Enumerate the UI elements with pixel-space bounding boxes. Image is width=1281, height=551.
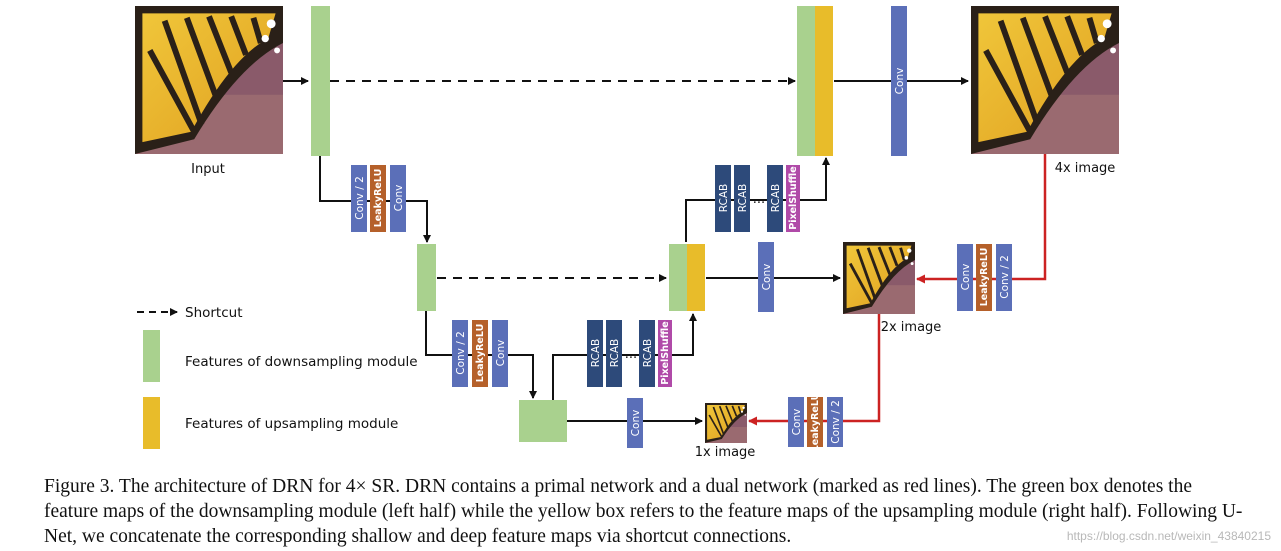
- up2-rcab-n-label: RCAB: [770, 184, 782, 213]
- feature-concat-top-green: [797, 6, 815, 156]
- conv-block-bottom: [627, 398, 643, 448]
- up2-rcab-2-label: RCAB: [737, 184, 749, 213]
- dual1-conv: [957, 244, 973, 311]
- feature-down-3: [519, 400, 567, 442]
- input-image: [135, 6, 283, 154]
- dual2-conv: [788, 397, 804, 447]
- output-2x-label: 2x image: [881, 320, 942, 335]
- down1-leakyrelu-label: LeakyReLU: [373, 169, 384, 228]
- up1-rcab-2: [606, 320, 622, 387]
- down2-conv2-label: Conv / 2: [455, 331, 467, 375]
- output-1x-image: [705, 403, 747, 443]
- up2-pixelshuffle: [786, 165, 800, 232]
- up1-rcab-1: [587, 320, 603, 387]
- dual1-conv2-label: Conv / 2: [999, 255, 1011, 299]
- output-2x-image: [843, 242, 915, 314]
- down2-conv-label: Conv: [495, 340, 507, 367]
- down1-conv2: [351, 165, 367, 232]
- up1-rcab-n-label: RCAB: [642, 339, 654, 368]
- legend-yellow-swatch: [143, 397, 160, 449]
- dual1-leakyrelu-label: LeakyReLU: [979, 248, 990, 307]
- dual2-conv-label: Conv: [791, 409, 803, 436]
- output-4x-image: [971, 6, 1119, 154]
- down1-conv: [390, 165, 406, 232]
- feature-concat-top-yellow: [815, 6, 833, 156]
- legend-green-swatch: [143, 330, 160, 382]
- down2-conv: [492, 320, 508, 387]
- up2-rcab-1: [715, 165, 731, 232]
- up1-pixelshuffle-label: PixelShuffle: [660, 321, 671, 384]
- legend-down-label: Features of downsampling module: [185, 354, 418, 370]
- feature-concat-mid-green: [669, 244, 687, 311]
- dual2-leakyrelu: [807, 397, 823, 447]
- dual2-conv2-label: Conv / 2: [830, 400, 842, 444]
- down2-conv2: [452, 320, 468, 387]
- dual1-conv2: [996, 244, 1012, 311]
- feature-down-2: [417, 244, 436, 311]
- up2-rcab-2: [734, 165, 750, 232]
- up1-rcab-n: [639, 320, 655, 387]
- up2-dots: ...: [753, 192, 765, 207]
- figure-caption: Figure 3. The architecture of DRN for 4×…: [44, 476, 1243, 547]
- output-1x-label: 1x image: [695, 445, 756, 460]
- legend-up-label: Features of upsampling module: [185, 416, 398, 432]
- up-path-2: [685, 157, 830, 242]
- dual1-conv-label: Conv: [960, 264, 972, 291]
- down2-leakyrelu-label: LeakyReLU: [475, 324, 486, 383]
- watermark: https://blog.csdn.net/weixin_43840215: [1066, 529, 1271, 543]
- up2-rcab-n: [767, 165, 783, 232]
- down1-conv2-label: Conv / 2: [354, 176, 366, 220]
- feature-down-1: [311, 6, 330, 156]
- dual2-leakyrelu-label: LeakyReLU: [810, 393, 821, 452]
- up2-rcab-1-label: RCAB: [718, 184, 730, 213]
- drn-architecture-diagram: Input 4x image 2x image 1x image Conv Co…: [135, 6, 1119, 460]
- conv-block-top: [891, 6, 907, 156]
- up1-dots: ...: [625, 347, 637, 362]
- conv-block-mid-label: Conv: [761, 264, 773, 291]
- conv-block-bottom-label: Conv: [630, 410, 642, 437]
- down2-leakyrelu: [472, 320, 488, 387]
- feature-concat-mid-yellow: [687, 244, 705, 311]
- output-4x-label: 4x image: [1055, 161, 1116, 176]
- up1-rcab-2-label: RCAB: [609, 339, 621, 368]
- conv-block-top-label: Conv: [894, 68, 906, 95]
- up-path-1: [552, 313, 697, 400]
- up1-pixelshuffle: [658, 320, 672, 387]
- up1-rcab-1-label: RCAB: [590, 339, 602, 368]
- input-label: Input: [191, 162, 225, 177]
- legend-shortcut-label: Shortcut: [185, 305, 243, 321]
- down1-conv-label: Conv: [393, 185, 405, 212]
- up2-pixelshuffle-label: PixelShuffle: [788, 166, 799, 229]
- dual2-conv2: [827, 397, 843, 447]
- down1-leakyrelu: [370, 165, 386, 232]
- conv-block-mid: [758, 242, 774, 312]
- dual1-leakyrelu: [976, 244, 992, 311]
